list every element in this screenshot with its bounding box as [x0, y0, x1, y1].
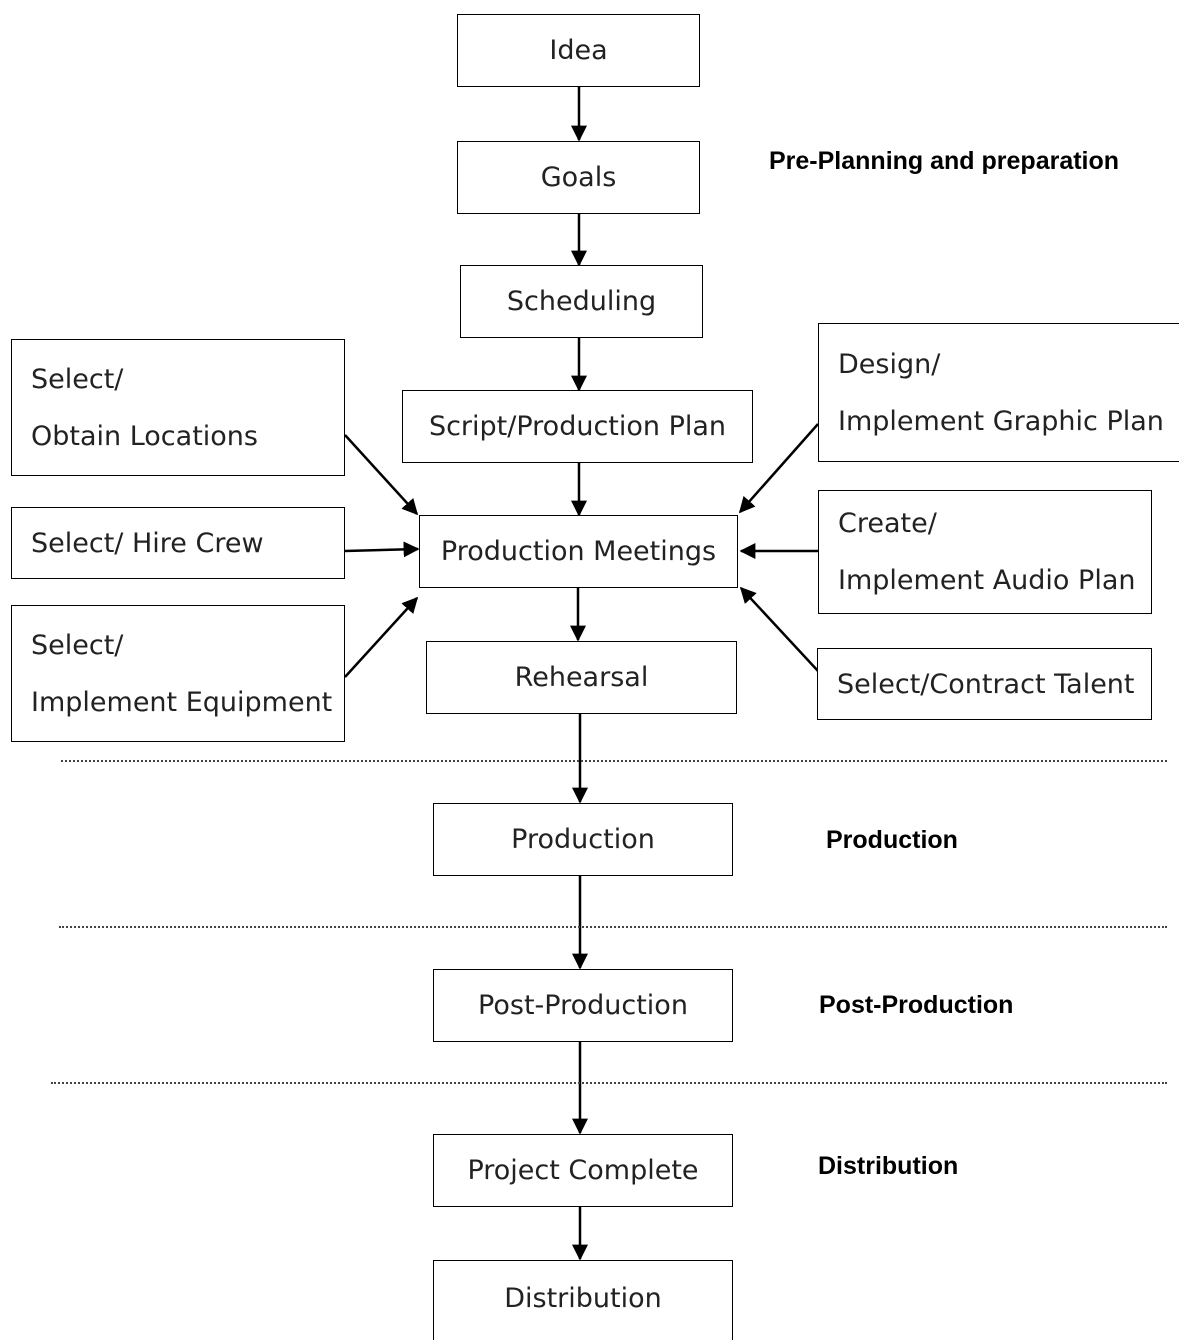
- post-production-label: Post-Production: [478, 990, 688, 1021]
- graphics-line-1: Design/: [838, 348, 941, 380]
- distribution-box: Distribution: [433, 1260, 733, 1340]
- production-meetings-label: Production Meetings: [440, 536, 717, 567]
- idea-box: Idea: [457, 14, 700, 87]
- production-box: Production: [433, 803, 733, 876]
- stage-pre-planning-label: Pre-Planning and preparation: [769, 147, 1120, 175]
- goals-box: Goals: [457, 141, 700, 214]
- stage-post-production-label: Post-Production: [819, 991, 1014, 1019]
- goals-label: Goals: [540, 162, 617, 193]
- graphics-line-2: Implement Graphic Plan: [838, 405, 1164, 437]
- talent-box: Select/Contract Talent: [817, 648, 1152, 720]
- crew-label: Select/ Hire Crew: [31, 527, 264, 559]
- audio-box: Create/ Implement Audio Plan: [818, 490, 1152, 614]
- script-plan-label: Script/Production Plan: [428, 411, 727, 442]
- equipment-line-2: Implement Equipment: [31, 686, 333, 718]
- locations-box: Select/ Obtain Locations: [11, 339, 345, 476]
- distribution-label: Distribution: [504, 1283, 662, 1314]
- project-complete-box: Project Complete: [433, 1134, 733, 1207]
- rehearsal-box: Rehearsal: [426, 641, 737, 714]
- stage-production-label: Production: [826, 826, 958, 854]
- locations-line-1: Select/: [31, 363, 124, 395]
- arrow-equipment-meetings: [344, 596, 419, 678]
- divider-production-post: [59, 926, 1167, 928]
- arrow-crew-meetings: [344, 541, 420, 558]
- rehearsal-label: Rehearsal: [514, 662, 649, 693]
- audio-line-1: Create/: [838, 508, 937, 539]
- equipment-line-1: Select/: [31, 629, 124, 661]
- graphics-box: Design/ Implement Graphic Plan: [818, 323, 1179, 462]
- arrow-graphics-meetings: [738, 423, 819, 514]
- arrow-locations-meetings: [344, 434, 419, 516]
- equipment-box: Select/ Implement Equipment: [11, 605, 345, 742]
- divider-pre-production: [61, 760, 1167, 762]
- arrow-talent-meetings: [739, 586, 819, 672]
- production-label: Production: [511, 824, 655, 855]
- crew-box: Select/ Hire Crew: [11, 507, 345, 579]
- talent-label: Select/Contract Talent: [837, 668, 1135, 700]
- scheduling-box: Scheduling: [460, 265, 703, 338]
- script-plan-box: Script/Production Plan: [402, 390, 753, 463]
- divider-post-distribution: [51, 1082, 1167, 1084]
- locations-line-2: Obtain Locations: [31, 420, 258, 452]
- stage-distribution-label: Distribution: [818, 1152, 959, 1180]
- audio-line-2: Implement Audio Plan: [838, 565, 1136, 596]
- scheduling-label: Scheduling: [506, 286, 657, 317]
- idea-label: Idea: [549, 35, 608, 66]
- production-meetings-box: Production Meetings: [419, 515, 738, 588]
- post-production-box: Post-Production: [433, 969, 733, 1042]
- project-complete-label: Project Complete: [467, 1155, 699, 1186]
